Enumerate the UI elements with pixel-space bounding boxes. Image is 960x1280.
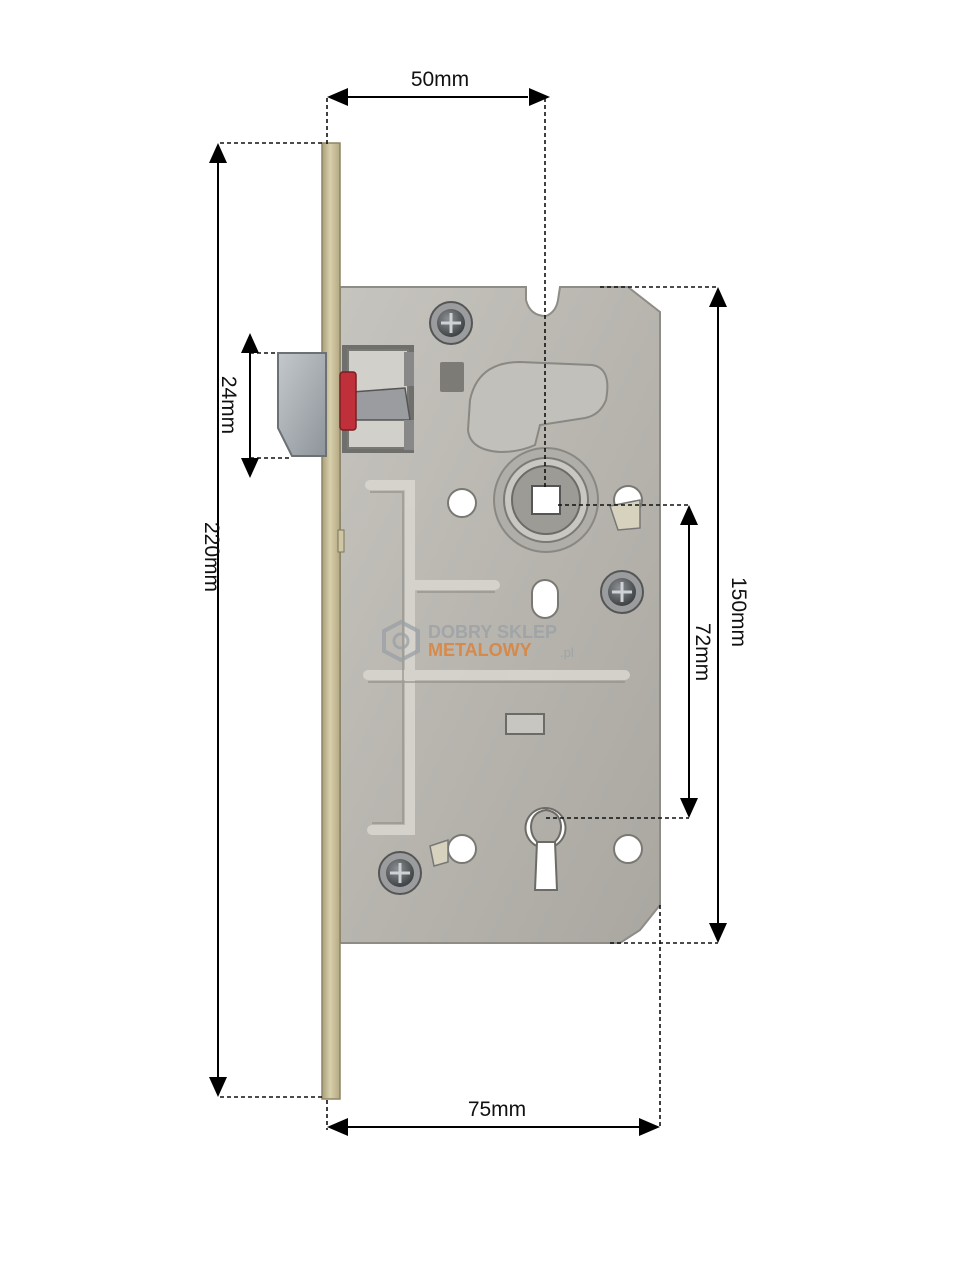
watermark-suffix: .pl	[560, 645, 574, 660]
mount-hole	[613, 834, 643, 864]
screw-bottom	[378, 851, 422, 895]
privacy-lever	[466, 360, 609, 454]
dim-label-75mm: 75mm	[468, 1098, 526, 1121]
latch-spring-top	[404, 352, 414, 386]
oval-slot	[531, 579, 559, 619]
tab-bent	[429, 838, 449, 867]
dim-label-220mm: 220mm	[200, 522, 223, 592]
slot-small	[440, 362, 464, 392]
dimension-72mm: 72mm	[546, 504, 714, 819]
dim-label-150mm: 150mm	[727, 577, 750, 647]
dim-label-24mm: 24mm	[217, 376, 240, 434]
dim-label-72mm: 72mm	[691, 623, 714, 681]
latch-bolt	[277, 352, 357, 457]
tab-bent	[609, 499, 641, 531]
rect-slot	[505, 713, 545, 735]
latch-red-collar	[339, 371, 357, 431]
dimension-75mm: 75mm	[326, 905, 661, 1136]
watermark-hex-icon	[382, 619, 420, 663]
watermark-logo: DOBRY SKLEP METALOWY .pl	[382, 619, 574, 663]
screw-right	[600, 570, 644, 614]
dimension-24mm: 24mm	[217, 333, 290, 478]
watermark-line2: METALOWY	[428, 640, 532, 660]
spindle-square-hole	[531, 485, 561, 515]
faceplate	[321, 142, 345, 1100]
latch-tail	[351, 387, 411, 421]
dim-label-50mm: 50mm	[411, 68, 469, 91]
mount-hole	[447, 488, 477, 518]
mount-hole	[447, 834, 477, 864]
screw-top	[429, 301, 473, 345]
dimension-50mm: 50mm	[326, 68, 550, 490]
stiffening-ribs	[363, 480, 630, 835]
dimension-150mm: 150mm	[600, 286, 750, 944]
lock-body	[339, 286, 661, 944]
watermark-line1: DOBRY SKLEP	[428, 622, 557, 642]
latch-spring-bottom	[404, 420, 414, 450]
spindle-hub	[493, 447, 599, 553]
lock-case-plate	[339, 286, 661, 944]
dimension-220mm: 220mm	[200, 142, 325, 1098]
